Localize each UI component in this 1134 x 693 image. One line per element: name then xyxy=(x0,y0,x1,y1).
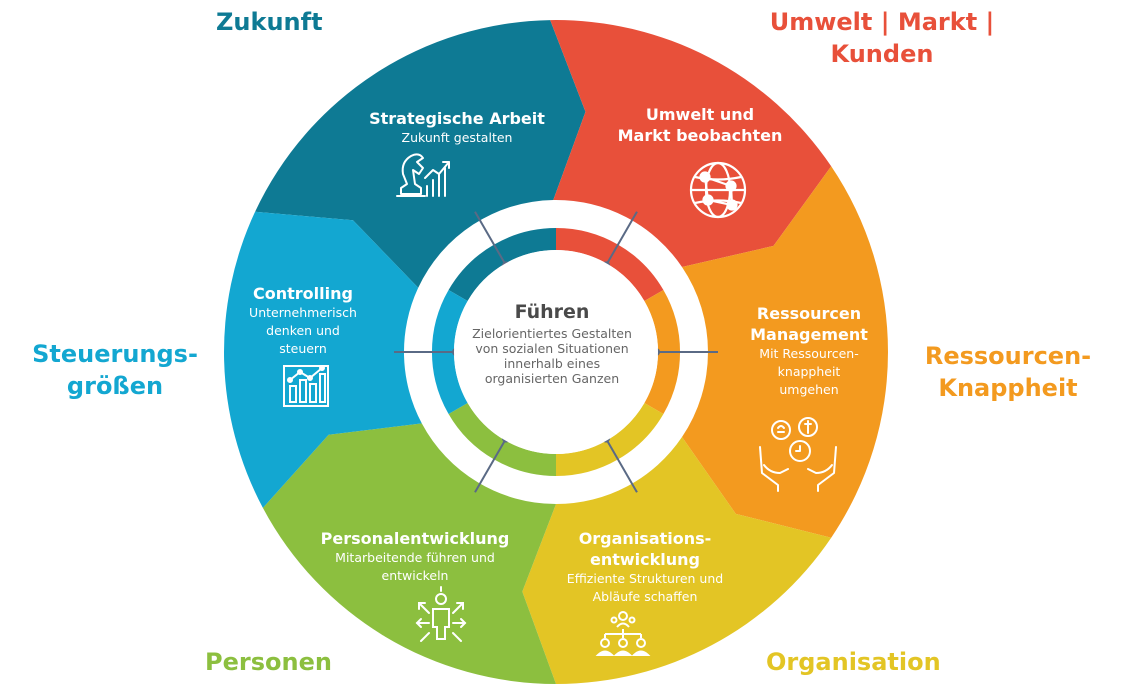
segment-icons xyxy=(283,153,837,656)
segment-personal xyxy=(262,423,556,684)
segment-title: entwicklung xyxy=(590,550,700,569)
globe-network-icon xyxy=(689,161,747,219)
segment-subtitle: Unternehmerisch xyxy=(249,305,357,320)
segment-title: Management xyxy=(750,325,868,344)
segment-subtitle: Mit Ressourcen- xyxy=(759,346,859,361)
outer-label-ressourcen: Ressourcen- Knappheit xyxy=(918,340,1098,404)
outer-label-line: Knappheit xyxy=(938,374,1078,402)
segment-title: Personalentwicklung xyxy=(320,529,510,548)
segment-subtitle: Effiziente Strukturen und xyxy=(566,571,724,586)
outer-label-line: größen xyxy=(66,372,164,400)
segment-subtitle: Zukunft gestalten xyxy=(401,130,513,145)
center-text: Führen Zielorientiertes Gestalten von so… xyxy=(452,298,652,386)
segment-subtitle: Abläufe schaffen xyxy=(592,589,698,604)
segment-title: Umwelt und xyxy=(645,105,755,124)
segment-title: Organisations- xyxy=(578,529,712,548)
segment-text-umwelt: Umwelt und Markt beobachten xyxy=(600,104,800,146)
segment-subtitle: Mitarbeitende führen und xyxy=(335,550,495,565)
bar-chart-icon xyxy=(283,365,329,407)
outer-label-zukunft: Zukunft xyxy=(216,6,323,38)
segment-text-strategie: Strategische Arbeit Zukunft gestalten xyxy=(347,108,567,147)
center-line: innerhalb eines xyxy=(503,356,601,371)
segment-subtitle: umgehen xyxy=(779,382,839,397)
segment-text-personal: Personalentwicklung Mitarbeitende führen… xyxy=(290,528,540,585)
outer-label-line: Steuerungs- xyxy=(32,340,198,368)
person-arrows-icon xyxy=(415,586,467,642)
connector-line xyxy=(474,211,507,266)
segment-title: Markt beobachten xyxy=(617,126,783,145)
segment-title: Ressourcen xyxy=(756,304,862,323)
outer-label-line: Kunden xyxy=(830,40,934,68)
center-line: organisierten Ganzen xyxy=(484,371,620,386)
segment-title: Strategische Arbeit xyxy=(369,109,545,128)
segment-strategie xyxy=(255,20,586,288)
outer-label-line: Zukunft xyxy=(216,8,323,36)
center-title: Führen xyxy=(514,301,590,323)
connector-line xyxy=(605,211,638,266)
segment-subtitle: denken und xyxy=(266,323,340,338)
segment-subtitle: steuern xyxy=(279,341,327,356)
outer-label-steuerung: Steuerungs- größen xyxy=(20,338,210,402)
org-chart-icon xyxy=(595,611,651,656)
connector-line xyxy=(474,438,507,493)
segment-title: Controlling xyxy=(253,284,353,303)
chess-knight-growth-icon xyxy=(396,153,450,197)
segment-text-controlling: Controlling Unternehmerisch denken und s… xyxy=(228,283,378,358)
outer-label-line: Personen xyxy=(205,648,332,676)
hands-resources-icon xyxy=(759,417,837,492)
center-line: Zielorientiertes Gestalten xyxy=(472,326,632,341)
outer-label-organisation: Organisation xyxy=(766,646,941,678)
segment-umwelt xyxy=(550,20,832,267)
center-line: von sozialen Situationen xyxy=(475,341,629,356)
outer-label-umwelt: Umwelt | Markt | Kunden xyxy=(762,6,1002,70)
segment-ressourcen xyxy=(682,166,888,538)
outer-label-personen: Personen xyxy=(205,646,332,678)
outer-ring-segments xyxy=(224,20,888,684)
segment-organisation xyxy=(522,437,832,684)
outer-label-line: Organisation xyxy=(766,648,941,676)
segment-subtitle: entwickeln xyxy=(381,568,449,583)
center-disc xyxy=(454,250,658,454)
outer-label-line: Umwelt | Markt | xyxy=(769,8,995,36)
outer-label-line: Ressourcen- xyxy=(924,342,1092,370)
segment-text-organisation: Organisations- entwicklung Effiziente St… xyxy=(530,528,760,606)
segment-subtitle: knappheit xyxy=(777,364,841,379)
segment-text-ressourcen: Ressourcen Management Mit Ressourcen- kn… xyxy=(724,303,894,399)
connector-line xyxy=(605,438,638,493)
segment-controlling xyxy=(224,211,422,508)
